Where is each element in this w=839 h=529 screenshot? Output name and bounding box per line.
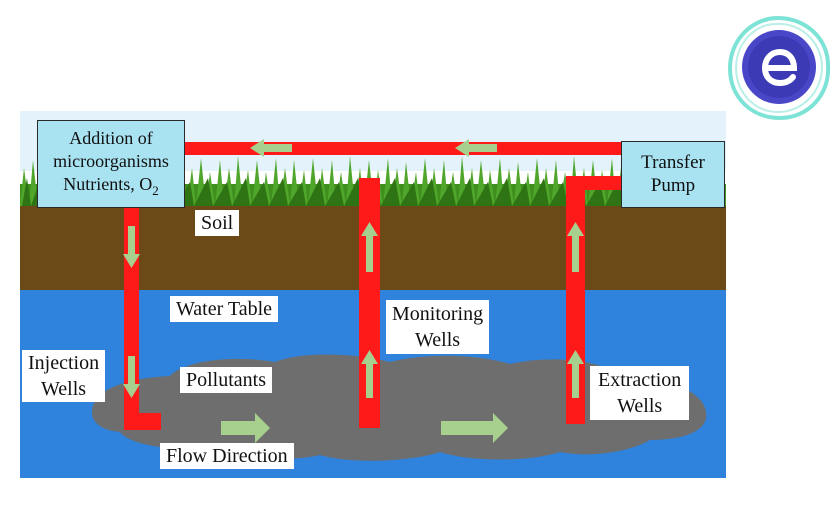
arrow-right-icon	[221, 413, 270, 443]
extraction-wells-label: Extraction Wells	[590, 366, 690, 420]
nutrients-box-line3: Nutrients, O2	[63, 174, 159, 198]
transfer-pump-line2: Pump	[650, 175, 696, 196]
transfer-pump-line1: Transfer	[641, 152, 705, 173]
arrow-up-icon	[567, 222, 584, 272]
arrow-down-icon	[123, 226, 140, 268]
water-table-label: Water Table	[170, 296, 279, 322]
return-pipe	[180, 142, 625, 155]
arrow-up-icon	[361, 222, 378, 272]
flow-direction-label: Flow Direction	[160, 443, 294, 469]
soil-label: Soil	[195, 210, 240, 236]
arrow-left-icon	[455, 139, 497, 157]
monitoring-wells-label: Monitoring Wells	[386, 300, 490, 354]
e-logo-icon	[727, 15, 831, 121]
nutrients-box-line1: Addition of	[69, 128, 153, 148]
injection-well-foot	[124, 413, 161, 430]
arrow-up-icon	[361, 350, 378, 398]
arrow-down-icon	[123, 356, 140, 398]
injection-wells-label: Injection Wells	[22, 350, 106, 402]
arrow-right-icon	[441, 413, 508, 443]
arrow-up-icon	[567, 350, 584, 398]
arrow-left-icon	[250, 139, 292, 157]
transfer-pump-box: Transfer Pump	[621, 141, 725, 208]
extraction-well-elbow	[566, 176, 626, 190]
nutrients-box-line2: microorganisms	[53, 151, 169, 171]
nutrients-box: Addition of microorganisms Nutrients, O2	[37, 120, 185, 208]
pollutants-label: Pollutants	[180, 367, 273, 393]
monitoring-well-pipe	[359, 178, 380, 428]
oxygen-subscript: 2	[152, 183, 159, 198]
